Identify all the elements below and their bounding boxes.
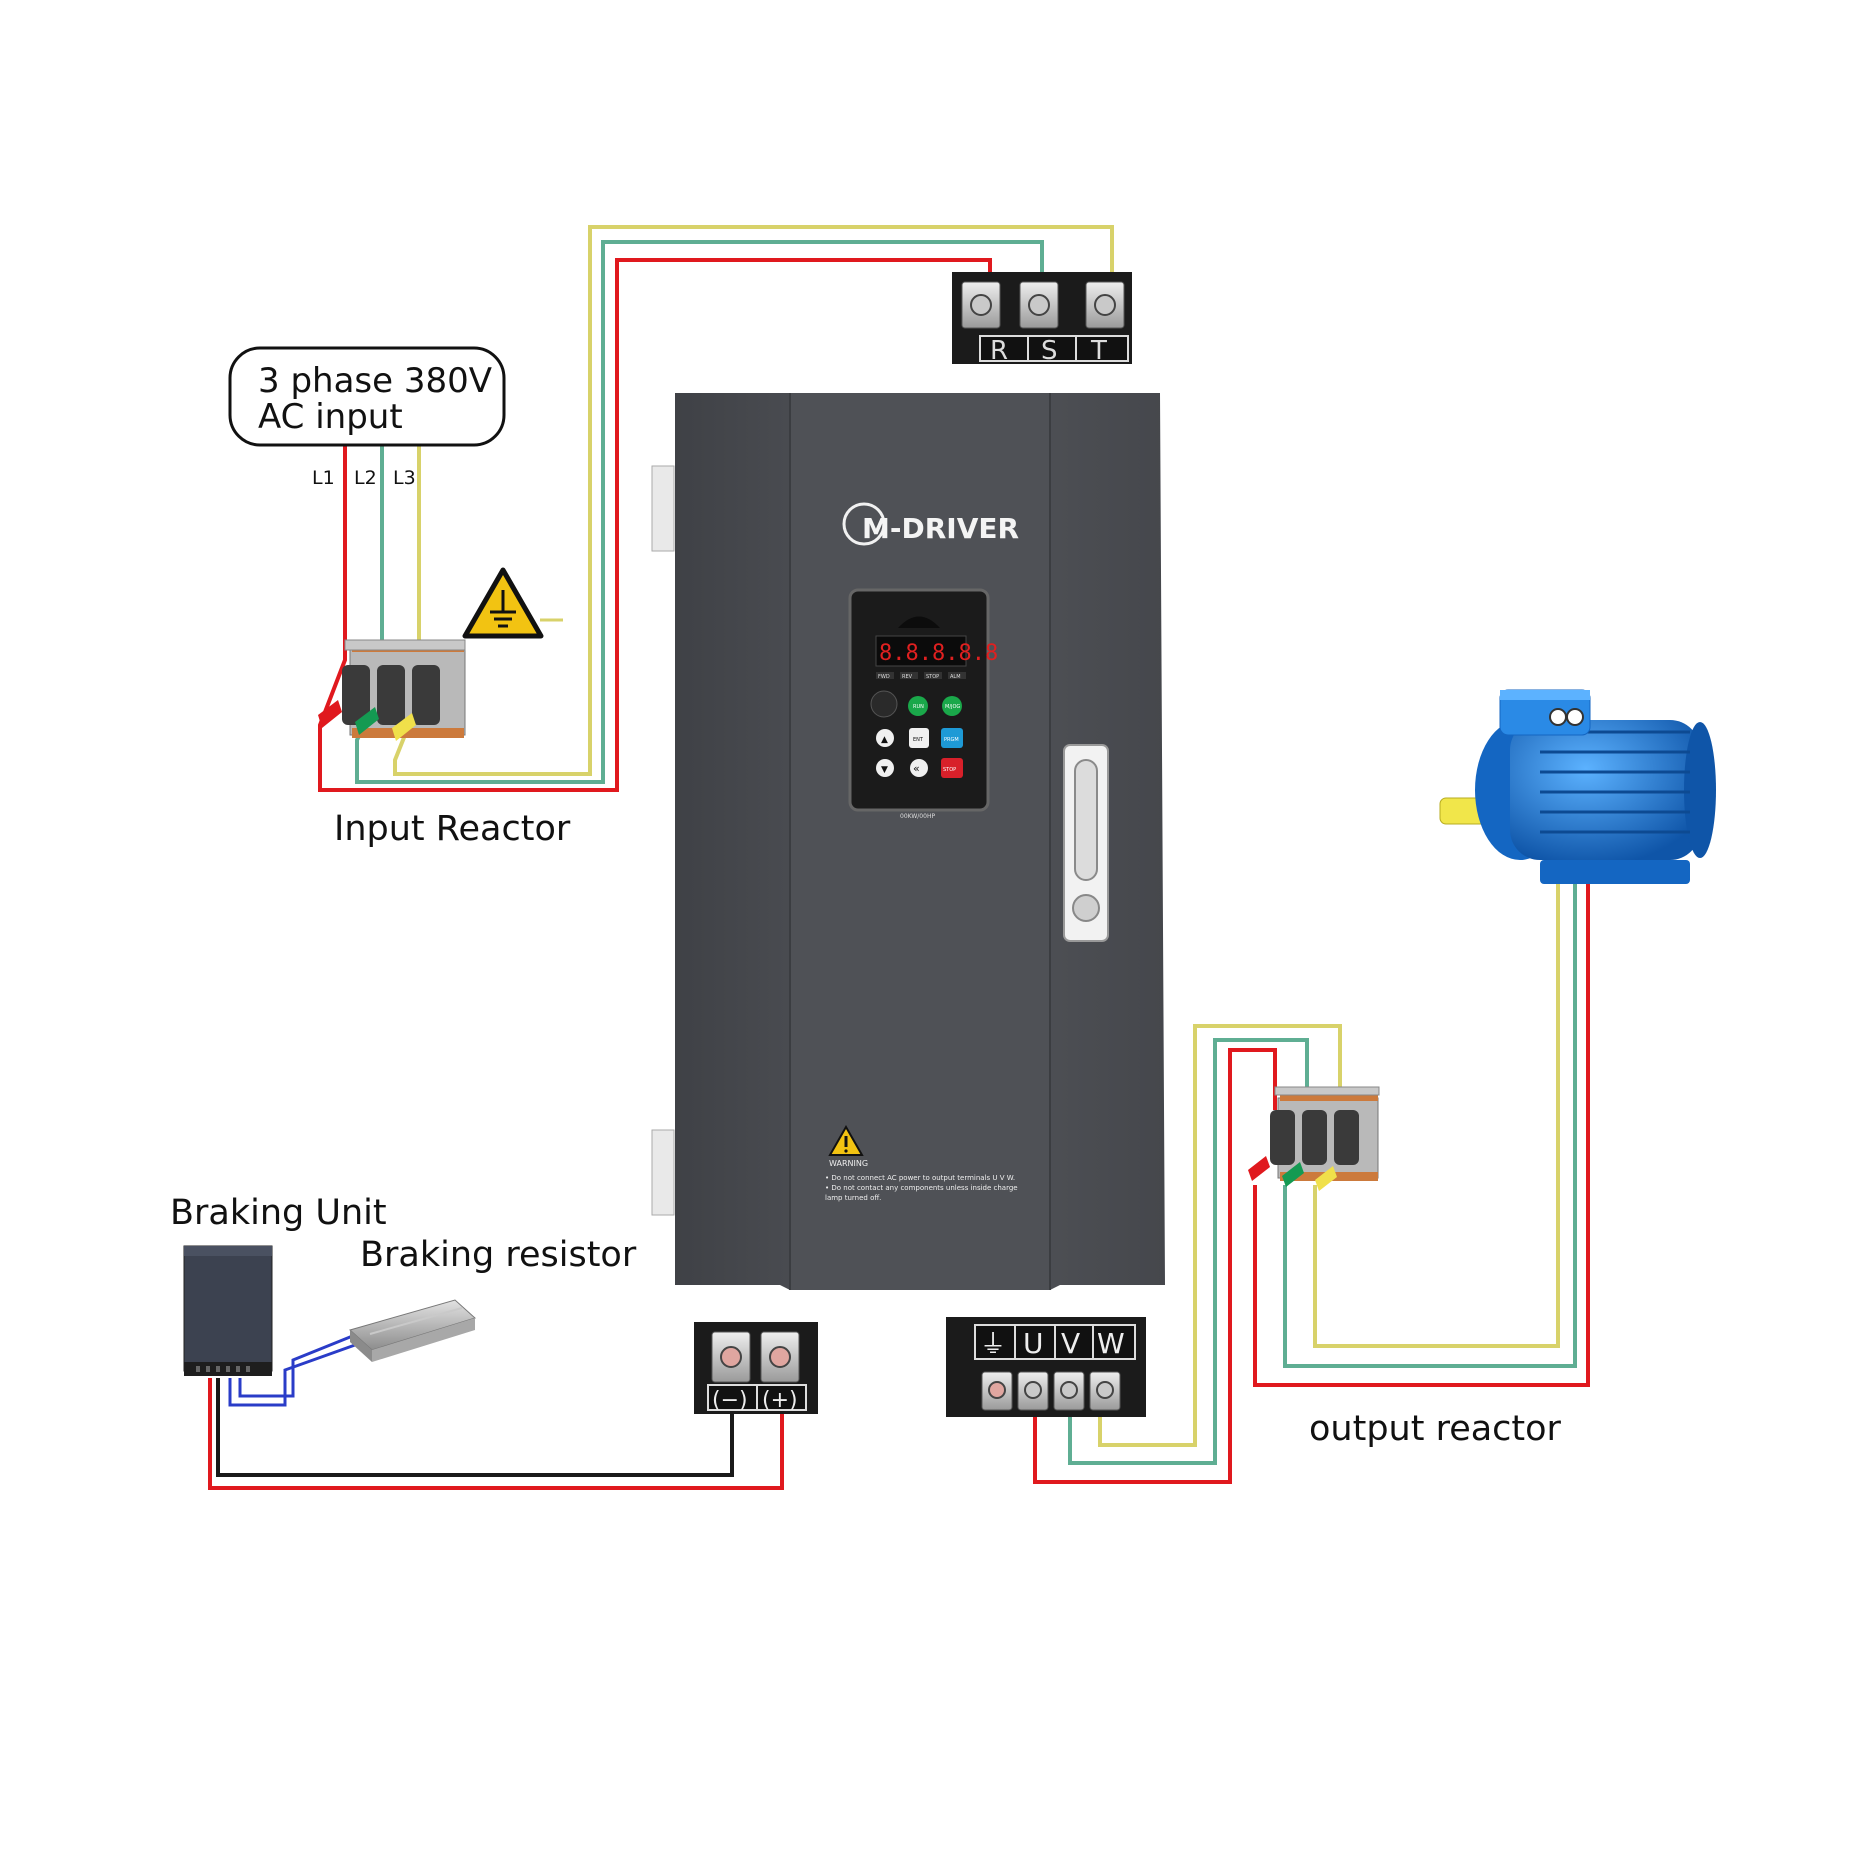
output-wires (1033, 722, 1590, 1484)
label-l2: L2 (354, 467, 377, 489)
terminal-dc-minus: (−) (712, 1388, 748, 1413)
run-key-label: RUN (913, 704, 924, 710)
wire-reactor-to-motor-red (1253, 722, 1590, 1387)
wire-dc-plus-red (208, 1378, 784, 1490)
label-l1: L1 (312, 467, 335, 489)
wire-resistor-blue-2 (238, 1333, 356, 1398)
warning-label: WARNING • Do not connect AC power to out… (825, 1124, 1018, 1202)
wire-reactor-to-motor-green (1283, 722, 1577, 1368)
wire-u-red (1033, 1048, 1277, 1484)
down-key[interactable] (876, 759, 894, 777)
brand-name: M-DRIVER (862, 512, 1019, 545)
stop-key-label: STOP (943, 767, 956, 773)
wire-l1-red (318, 258, 992, 792)
input-terminal-block: R S T (952, 272, 1132, 366)
prgm-key[interactable] (941, 728, 963, 748)
wire-w-yellow (1098, 1024, 1342, 1447)
mjog-key-label: M/JOG (945, 704, 960, 710)
ac-input-label-line2: AC input (258, 397, 403, 437)
indicator-fwd: FWD (878, 674, 890, 680)
output-reactor (1248, 1086, 1380, 1191)
warning-title: WARNING (829, 1159, 868, 1168)
stop-key[interactable] (941, 758, 963, 778)
door-handle[interactable] (1063, 744, 1109, 942)
braking-wires (208, 1333, 784, 1490)
braking-unit (183, 1245, 273, 1376)
ent-key-label: ENT (913, 737, 924, 743)
ent-key[interactable] (909, 728, 929, 748)
dc-terminal-block: (−) (+) (694, 1322, 818, 1414)
ground-symbol-icon: ⏚ (980, 1330, 1006, 1360)
terminal-t: T (1090, 336, 1107, 366)
wire-v-green (1068, 1038, 1309, 1465)
up-key-label: ▲ (881, 735, 888, 745)
terminal-u: U (1023, 1327, 1044, 1360)
indicator-alm: ALM (950, 674, 961, 680)
terminal-s: S (1041, 336, 1058, 366)
braking-resistor (348, 1299, 476, 1362)
indicator-rev: REV (902, 674, 913, 680)
motor (1439, 689, 1716, 884)
warning-line-2: • Do not contact any components unless i… (825, 1184, 1018, 1192)
warning-line-1: • Do not connect AC power to output term… (825, 1174, 1015, 1182)
label-l3: L3 (393, 467, 416, 489)
warning-triangle-icon (828, 1124, 864, 1156)
prgm-key-label: PRGM (944, 737, 959, 743)
wire-dc-minus-black (216, 1378, 734, 1477)
input-reactor-label: Input Reactor (334, 809, 571, 849)
brand-logo: M-DRIVER (842, 502, 1019, 546)
terminal-r: R (990, 336, 1008, 366)
shift-key-label: « (913, 762, 920, 775)
wire-resistor-blue-1 (228, 1343, 356, 1407)
down-key-label: ▼ (881, 765, 888, 775)
ac-input-label-line1: 3 phase 380V (258, 361, 492, 401)
mjog-key[interactable] (942, 696, 962, 716)
terminal-v: V (1061, 1327, 1080, 1360)
wire-reactor-to-motor-yellow (1313, 722, 1560, 1348)
output-reactor-label: output reactor (1309, 1409, 1562, 1449)
indicator-stop: STOP (926, 674, 939, 680)
ac-input-box: 3 phase 380V AC input (228, 346, 506, 447)
led-display: 8.8.8.8.8 (879, 641, 998, 666)
keypad: 8.8.8.8.8 FWD REV STOP ALM RUN M/JOG ▲ E… (848, 588, 998, 820)
up-key[interactable] (876, 729, 894, 747)
ground-warning-icon (462, 567, 544, 639)
rating-label: 00KW/00HP (900, 813, 935, 820)
run-key[interactable] (908, 696, 928, 716)
braking-unit-label: Braking Unit (170, 1193, 387, 1233)
warning-line-3: lamp turned off. (825, 1194, 881, 1202)
input-reactor (318, 639, 466, 741)
output-terminal-block: ⏚ U V W (946, 1317, 1146, 1417)
terminal-w: W (1097, 1327, 1125, 1360)
shift-key[interactable] (910, 759, 928, 777)
inverter-drive: M-DRIVER 8.8.8.8.8 FWD REV STOP ALM RUN … (651, 393, 1165, 1290)
terminal-dc-plus: (+) (762, 1388, 798, 1413)
braking-resistor-label: Braking resistor (360, 1235, 637, 1275)
